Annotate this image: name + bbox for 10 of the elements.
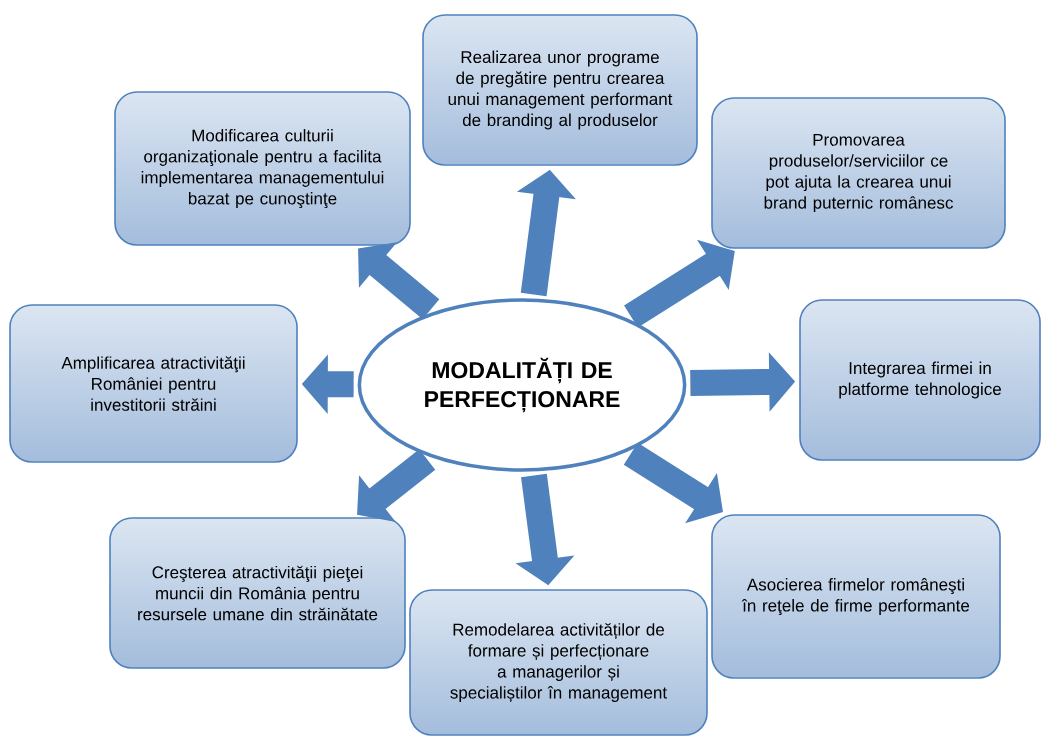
block-arrow (357, 449, 436, 523)
text-box: Amplificarea atractivităţii României pentru investitorii străini (9, 304, 298, 463)
text-box: Modificarea culturii organizaţionale pentru a facilita implementarea managementului bazat pe cunoştinţe (114, 91, 411, 246)
text-box: Promovarea produselor/serviciilor ce pot ajuta la crearea unui brand puternic românesc (711, 97, 1006, 249)
text-box: Integrarea firmei in platforme tehnologice (799, 299, 1041, 461)
text-box: Creşterea atractivităţii pieţei muncii din România pentru resursele umane din străinătate (109, 517, 406, 669)
block-arrow (624, 239, 735, 328)
text-box: Realizarea unor programe de pregătire pentru crearea unui management performant de branding al produselor (422, 14, 698, 166)
text-box: Remodelarea activităților de formare și perfecționare a managerilor și specialiștilor în management (409, 589, 708, 736)
text-box: Asocierea firmelor româneşti în reţele de firme performante (711, 514, 1001, 679)
